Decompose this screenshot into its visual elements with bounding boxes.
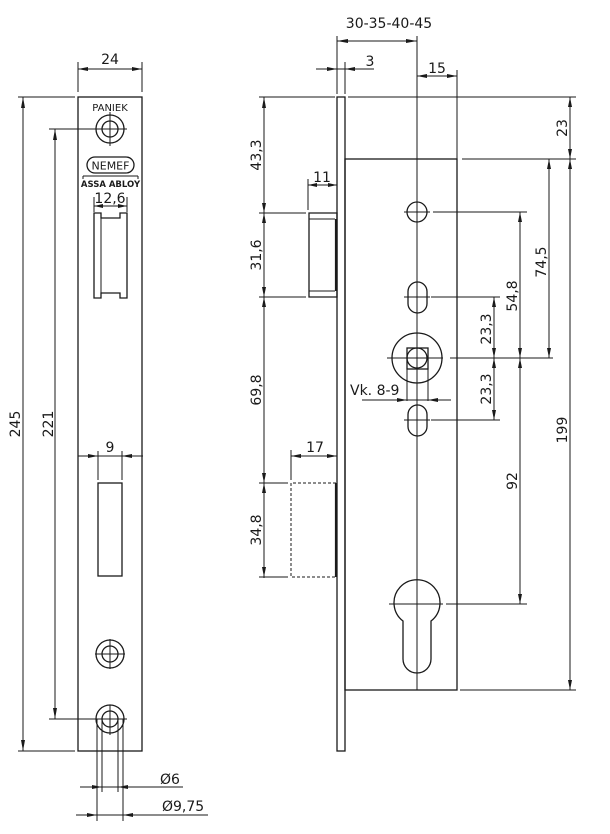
dim-latch-to-bolt: 69,8 [249, 297, 288, 484]
dim-total-height: 245 [8, 96, 75, 752]
dim-follower-to-top: 74,5 [462, 158, 576, 358]
latch-opening [93, 212, 128, 299]
dim-follower-to-hole-label: 54,8 [505, 280, 521, 311]
dim-case-height-label: 199 [555, 417, 571, 444]
dim-bolt-projection-label: 17 [306, 440, 324, 456]
dim-latch-height-label: 31,6 [249, 239, 265, 270]
dim-hole-diameters: Ø6 Ø9,75 [76, 719, 208, 821]
dim-latch-to-bolt-label: 69,8 [249, 374, 265, 405]
screw-hole-top [93, 112, 127, 146]
dim-case-offset-label: 15 [428, 61, 446, 77]
dim-backset-label: 30-35-40-45 [346, 16, 432, 32]
dim-screw-spacing: 221 [41, 128, 93, 720]
case-slot-upper [404, 281, 500, 314]
dim-latch-width: 12,6 [93, 191, 128, 212]
dim-bolt-width-label: 9 [106, 440, 115, 456]
dim-follower-to-slot-down: 23,3 [479, 358, 496, 420]
dim-bolt-width: 9 [78, 440, 143, 480]
brand-top-label: PANIEK [92, 103, 128, 114]
logo-text: NEMEF [92, 160, 130, 173]
dim-latch-projection: 11 [307, 170, 337, 210]
dim-follower-to-hole: 54,8 [505, 212, 522, 604]
dim-plate-thickness: 3 [316, 54, 374, 94]
dim-follower-to-cylinder: 92 [505, 472, 522, 604]
latch-side [308, 212, 338, 298]
cylinder-hole [389, 576, 527, 674]
dim-case-top: 23 [555, 97, 572, 690]
dim-bolt-height-label: 34,8 [249, 514, 265, 545]
dim-follower-to-cylinder-label: 92 [505, 472, 521, 490]
screw-hole-lower [95, 639, 125, 669]
dim-spindle: Vk. 8-9 [350, 383, 451, 402]
dim-width: 24 [77, 52, 143, 92]
dim-total-height-label: 245 [8, 411, 24, 438]
faceplate-outline [77, 96, 143, 752]
dim-top-to-latch: 43,3 [249, 139, 306, 214]
screw-hole-bottom [93, 704, 127, 735]
bolt-opening [97, 482, 123, 577]
dim-follower-to-slot-up-label: 23,3 [479, 313, 495, 344]
dim-bolt-height: 34,8 [249, 483, 288, 578]
follower [387, 327, 553, 401]
dim-backset: 30-35-40-45 [336, 16, 432, 159]
dim-case-height: 199 [460, 417, 576, 691]
dim-case-offset: 15 [417, 61, 458, 159]
logo-sub-text: ASSA ABLOY [81, 180, 141, 190]
dim-latch-width-label: 12,6 [94, 191, 125, 207]
side-view: 30-35-40-45 3 15 43,3 [249, 16, 576, 752]
case-slot-lower [404, 404, 500, 437]
dim-width-label: 24 [101, 52, 119, 68]
nemef-logo: NEMEF ASSA ABLOY [81, 156, 141, 190]
dim-latch-projection-label: 11 [313, 170, 331, 186]
dim-top-to-latch-label: 43,3 [249, 139, 265, 170]
dim-follower-to-slot-up: 23,3 [479, 297, 496, 358]
dim-follower-to-top-label: 74,5 [534, 246, 550, 277]
dim-latch-height: 31,6 [249, 213, 306, 298]
dim-hole-outer-label: Ø9,75 [162, 799, 204, 815]
dim-spindle-label: Vk. 8-9 [350, 383, 399, 399]
dim-bolt-projection: 17 [290, 440, 337, 480]
dim-hole-inner-label: Ø6 [160, 772, 180, 788]
lock-case [344, 158, 458, 691]
bolt-side [290, 482, 338, 578]
dim-screw-spacing-label: 221 [41, 411, 57, 438]
case-hole-top [404, 201, 527, 223]
side-faceplate [336, 96, 346, 752]
dim-plate-thickness-label: 3 [366, 54, 375, 70]
dim-case-top-label: 23 [555, 119, 571, 137]
dim-follower-to-slot-down-label: 23,3 [479, 373, 495, 404]
front-view: 24 245 221 PANIEK [8, 52, 208, 821]
